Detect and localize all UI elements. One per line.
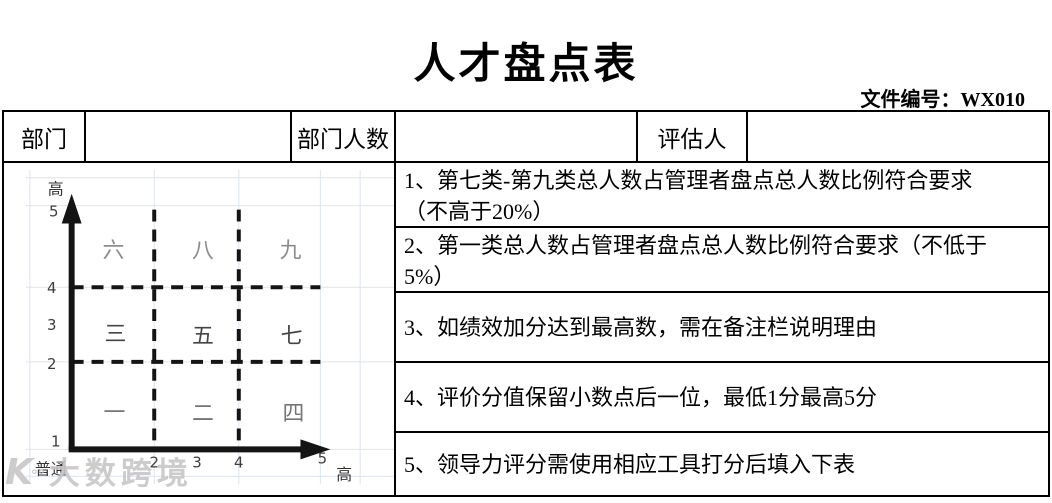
nine-box-grid-chart: 高 5 4 3 2 1 普通 2 3 4 5 高 六 八 (4, 163, 396, 495)
y-tick-5: 5 (49, 203, 58, 221)
box-8: 八 (192, 238, 214, 262)
box-4: 四 (283, 402, 305, 426)
note-row-4: 4、评价分值保留小数点后一位，最低1分最高5分 (396, 363, 1048, 433)
x-tick-5: 5 (318, 449, 327, 467)
headcount-label: 部门人数 (292, 112, 396, 161)
box-2: 二 (192, 402, 214, 426)
box-3: 三 (104, 322, 126, 346)
y-axis-arrow (61, 193, 82, 450)
y-tick-1: 1 (51, 432, 60, 450)
notes-column: 1、第七类-第九类总人数占管理者盘点总人数比例符合要求 （不高于20%） 2、第… (396, 163, 1048, 495)
note-row-1: 1、第七类-第九类总人数占管理者盘点总人数比例符合要求 （不高于20%） (396, 163, 1048, 228)
note-row-5: 5、领导力评分需使用相应工具打分后填入下表 (396, 433, 1048, 495)
x-tick-2: 2 (149, 453, 158, 471)
box-row-middle: 三 五 七 (104, 322, 302, 348)
page-title: 人才盘点表 (413, 42, 639, 88)
note-3-line-1: 3、如绩效加分达到最高数，需在备注栏说明理由 (404, 314, 878, 340)
note-row-3: 3、如绩效加分达到最高数，需在备注栏说明理由 (396, 293, 1048, 363)
box-6: 六 (103, 238, 125, 262)
box-row-top: 六 八 九 (103, 238, 302, 262)
assessor-label: 评估人 (638, 112, 748, 161)
box-9: 九 (280, 238, 302, 262)
note-row-2: 2、第一类总人数占管理者盘点总人数比例符合要求（不低于 5%） (396, 228, 1048, 293)
box-row-bottom: 一 二 四 (103, 401, 304, 426)
department-input[interactable] (86, 112, 292, 161)
y-tick-3: 3 (47, 316, 56, 334)
form-body-row: 高 5 4 3 2 1 普通 2 3 4 5 高 六 八 (4, 163, 1048, 495)
x-axis-arrowhead (300, 439, 331, 460)
form-header-row: 部门 部门人数 评估人 (4, 112, 1048, 163)
y-axis-top-label: 高 (48, 181, 64, 199)
note-1-line-2: （不高于20%） (404, 199, 555, 224)
box-1: 一 (103, 401, 125, 425)
doc-number: 文件编号：WX010 (860, 89, 1025, 111)
note-2-line-1: 2、第一类总人数占管理者盘点总人数比例符合要求（不低于 (404, 233, 988, 258)
box-7: 七 (281, 324, 303, 348)
x-tick-4: 4 (234, 453, 243, 471)
box-5: 五 (192, 324, 214, 348)
y-axis-bottom-label: 普通 (35, 460, 67, 478)
y-tick-4: 4 (47, 279, 56, 297)
x-axis-arrow (68, 439, 331, 460)
nine-box-grid-svg: 高 5 4 3 2 1 普通 2 3 4 5 高 六 八 (25, 169, 394, 484)
department-label: 部门 (4, 112, 86, 161)
note-2-line-2: 5%） (404, 264, 456, 289)
y-axis-arrowhead (61, 193, 82, 224)
talent-review-table: 部门 部门人数 评估人 (2, 110, 1050, 497)
note-5-line-1: 5、领导力评分需使用相应工具打分后填入下表 (404, 451, 856, 477)
y-tick-2: 2 (47, 355, 56, 373)
x-axis-end-label: 高 (336, 466, 352, 484)
assessor-input[interactable] (748, 112, 1048, 161)
note-1-line-1: 1、第七类-第九类总人数占管理者盘点总人数比例符合要求 (404, 168, 973, 193)
headcount-input[interactable] (396, 112, 638, 161)
band-divider-dashed-lines (71, 209, 321, 450)
x-tick-3: 3 (192, 453, 201, 471)
note-4-line-1: 4、评价分值保留小数点后一位，最低1分最高5分 (404, 384, 878, 410)
